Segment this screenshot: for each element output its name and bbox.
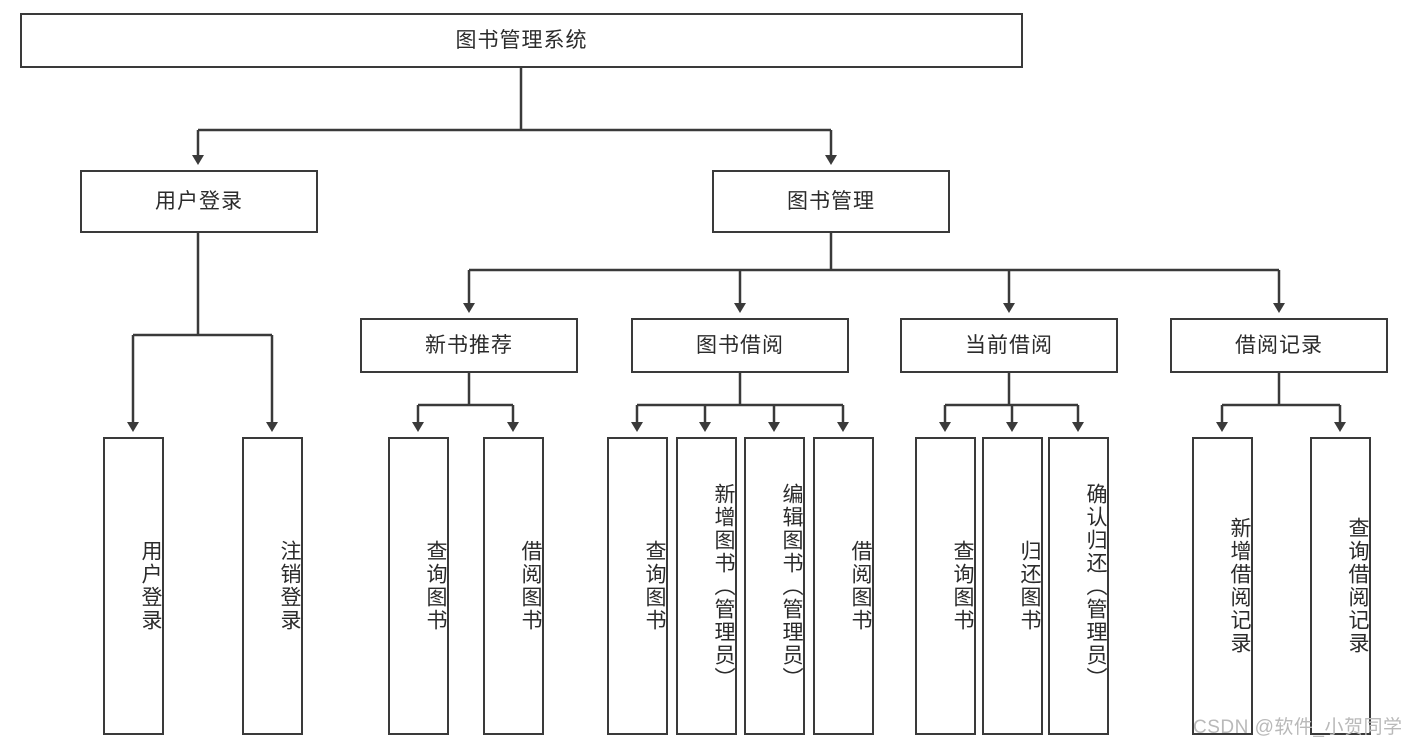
node-current-borrow[interactable]: 当前借阅 xyxy=(900,318,1118,373)
node-leaf-add-borrow-record[interactable]: 新增借阅记录 xyxy=(1192,437,1253,735)
node-leaf-add-book[interactable]: 新增图书（管理员） xyxy=(676,437,737,735)
node-leaf-borrow-book-1[interactable]: 借阅图书 xyxy=(483,437,544,735)
node-label: 查询图书 xyxy=(951,540,974,632)
node-label: 查询借阅记录 xyxy=(1346,517,1369,655)
node-label: 新增借阅记录 xyxy=(1228,517,1251,655)
node-book-borrow[interactable]: 图书借阅 xyxy=(631,318,849,373)
node-label: 图书借阅 xyxy=(696,333,784,357)
node-leaf-query-book-2[interactable]: 查询图书 xyxy=(607,437,668,735)
node-label: 用户登录 xyxy=(155,189,243,213)
node-label: 用户登录 xyxy=(139,540,162,632)
node-new-book-recommend[interactable]: 新书推荐 xyxy=(360,318,578,373)
node-label: 借阅图书 xyxy=(849,540,872,632)
node-leaf-confirm-return[interactable]: 确认归还（管理员） xyxy=(1048,437,1109,735)
node-leaf-edit-book[interactable]: 编辑图书（管理员） xyxy=(744,437,805,735)
node-leaf-return-book[interactable]: 归还图书 xyxy=(982,437,1043,735)
node-label: 图书管理 xyxy=(787,189,875,213)
node-leaf-query-book-3[interactable]: 查询图书 xyxy=(915,437,976,735)
node-label: 查询图书 xyxy=(424,540,447,632)
node-root[interactable]: 图书管理系统 xyxy=(20,13,1023,68)
node-leaf-query-borrow-record[interactable]: 查询借阅记录 xyxy=(1310,437,1371,735)
node-user-login[interactable]: 用户登录 xyxy=(80,170,318,233)
node-label: 编辑图书（管理员） xyxy=(780,482,803,690)
node-leaf-borrow-book-2[interactable]: 借阅图书 xyxy=(813,437,874,735)
node-leaf-user-login[interactable]: 用户登录 xyxy=(103,437,164,735)
node-label: 归还图书 xyxy=(1018,540,1041,632)
node-label: 借阅图书 xyxy=(519,540,542,632)
node-label: 注销登录 xyxy=(278,540,301,632)
node-leaf-query-book-1[interactable]: 查询图书 xyxy=(388,437,449,735)
node-label: 借阅记录 xyxy=(1235,333,1323,357)
node-label: 新书推荐 xyxy=(425,333,513,357)
csdn-watermark: CSDN @软件_小贺同学 xyxy=(1193,717,1403,738)
node-book-management[interactable]: 图书管理 xyxy=(712,170,950,233)
node-label: 新增图书（管理员） xyxy=(712,482,735,690)
node-label: 查询图书 xyxy=(643,540,666,632)
node-label: 当前借阅 xyxy=(965,333,1053,357)
node-leaf-logout-login[interactable]: 注销登录 xyxy=(242,437,303,735)
node-label: 图书管理系统 xyxy=(455,28,588,52)
node-label: 确认归还（管理员） xyxy=(1084,482,1107,690)
node-borrow-record[interactable]: 借阅记录 xyxy=(1170,318,1388,373)
